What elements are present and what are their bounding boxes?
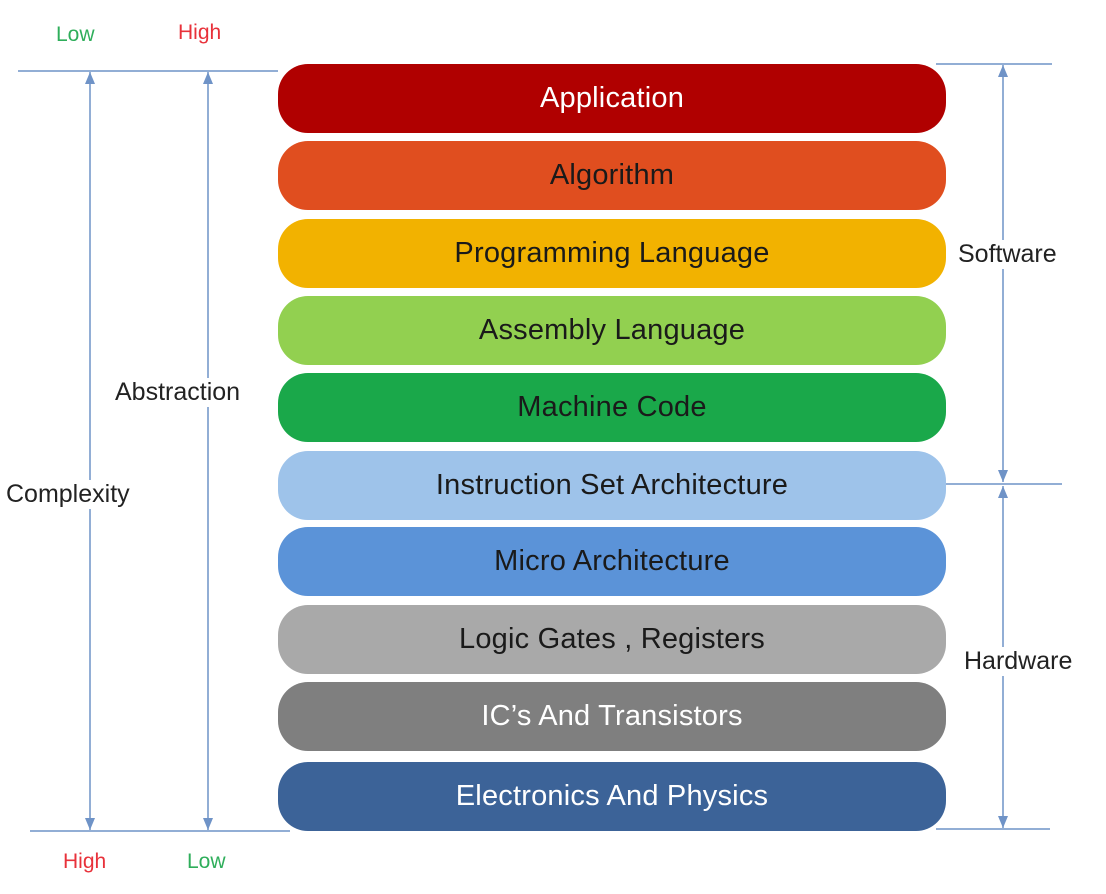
abstraction-bottom-label: Low <box>187 850 226 873</box>
abstraction-axis-label: Abstraction <box>115 378 241 407</box>
layer-micro-architecture: Micro Architecture <box>278 527 946 596</box>
abstraction-arrow-head-top <box>203 72 213 84</box>
complexity-arrow-head-top <box>85 72 95 84</box>
software-group-label: Software <box>958 240 1057 269</box>
layer-label: Programming Language <box>454 237 770 269</box>
layer-machine-code: Machine Code <box>278 373 946 442</box>
layer-label: Machine Code <box>517 391 707 423</box>
layer-assembly-language: Assembly Language <box>278 296 946 365</box>
layer-application: Application <box>278 64 946 133</box>
layer-label: Logic Gates , Registers <box>458 623 765 655</box>
complexity-arrow-head-bottom <box>85 818 95 830</box>
layer-programming-language: Programming Language <box>278 219 946 288</box>
layer-label: Electronics And Physics <box>455 780 769 812</box>
hardware-group-label: Hardware <box>964 647 1073 676</box>
abstraction-arrow-head-bottom <box>203 818 213 830</box>
layer-label: Instruction Set Architecture <box>435 469 789 501</box>
complexity-top-label: Low <box>56 23 95 46</box>
layer-electronics-and-physics: Electronics And Physics <box>278 762 946 831</box>
layer-algorithm: Algorithm <box>278 141 946 210</box>
layer-ics-and-transistors: IC’s And Transistors <box>278 682 946 751</box>
hardware-arrow-head-top <box>998 486 1008 498</box>
abstraction-top-label: High <box>178 21 222 44</box>
layer-label: Micro Architecture <box>494 545 730 577</box>
hardware-arrow-head-bottom <box>998 816 1008 828</box>
layer-label: IC’s And Transistors <box>481 700 743 732</box>
layer-logic-gates-registers: Logic Gates , Registers <box>278 605 946 674</box>
layer-label: Algorithm <box>549 159 675 191</box>
software-arrow-head-bottom <box>998 470 1008 482</box>
layer-label: Application <box>539 82 685 114</box>
layer-label: Assembly Language <box>478 314 746 346</box>
layer-instruction-set-architecture: Instruction Set Architecture <box>278 451 946 520</box>
complexity-axis-label: Complexity <box>6 480 130 509</box>
complexity-bottom-label: High <box>63 850 107 873</box>
software-arrow-head-top <box>998 65 1008 77</box>
